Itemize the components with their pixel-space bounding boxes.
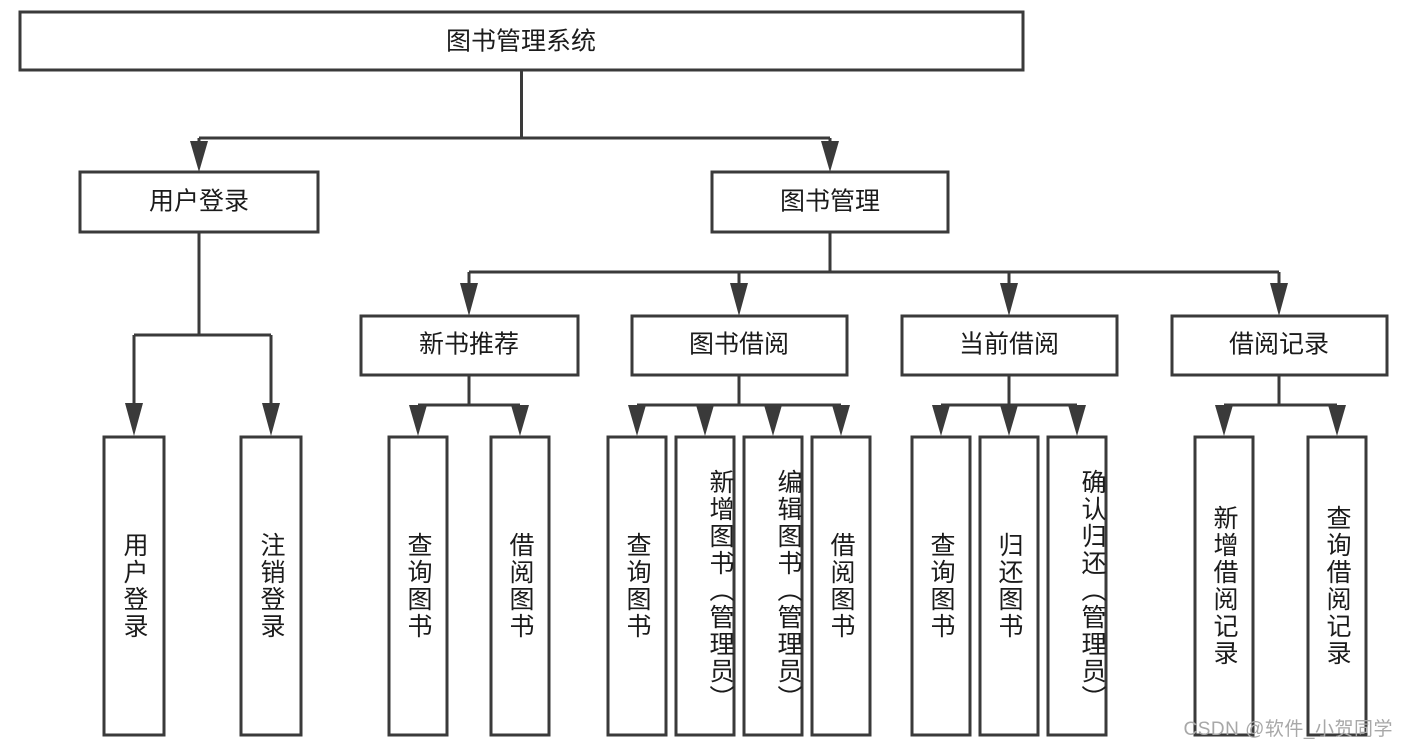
node-new-book-recommend-box[interactable] <box>359 314 580 377</box>
node-new-book-recommend-label: 新书推荐 <box>419 331 519 359</box>
node-book-management[interactable]: 图书管理 <box>710 170 950 234</box>
connector-group-borrow-record <box>1215 375 1346 436</box>
node-root[interactable]: 图书管理系统 <box>18 10 1025 72</box>
node-leaf-query-book-2-box[interactable] <box>606 435 668 737</box>
node-leaf-query-record-box[interactable] <box>1306 435 1368 737</box>
node-leaf-add-record-box[interactable] <box>1193 435 1255 737</box>
arrowhead-book-management <box>821 141 839 172</box>
arrowhead-leaf-query-record <box>1328 405 1346 436</box>
arrowhead-leaf-confirm-return <box>1068 405 1086 436</box>
node-current-borrow-label: 当前借阅 <box>959 331 1059 359</box>
node-leaf-logout-login-box[interactable] <box>239 435 303 737</box>
node-leaf-query-book-3-box[interactable] <box>910 435 972 737</box>
node-root-label: 图书管理系统 <box>446 28 596 56</box>
arrowhead-book-borrow <box>730 283 748 316</box>
node-book-management-label: 图书管理 <box>780 188 880 216</box>
arrowhead-leaf-query-book-3 <box>932 405 950 436</box>
node-book-borrow-box[interactable] <box>630 314 849 377</box>
arrowhead-leaf-query-book-2 <box>628 405 646 436</box>
node-book-borrow-label: 图书借阅 <box>689 331 789 359</box>
connector-group-book-borrow <box>628 375 850 436</box>
connector-group-current-borrow <box>932 375 1086 436</box>
watermark-text: CSDN @软件_小贺同学 <box>1183 719 1393 740</box>
arrowhead-user-login <box>190 141 208 172</box>
arrowhead-leaf-add-book <box>696 405 714 436</box>
connector-group-new-book-recommend <box>409 375 529 436</box>
arrowhead-leaf-return-book <box>1000 405 1018 436</box>
arrowhead-leaf-edit-book <box>764 405 782 436</box>
arrowhead-leaf-query-book-1 <box>409 405 427 436</box>
node-book-management-box[interactable] <box>710 170 950 234</box>
arrowhead-leaf-add-record <box>1215 405 1233 436</box>
arrowhead-new-book-recommend <box>460 283 478 316</box>
arrowhead-leaf-logout-login <box>262 403 280 436</box>
node-borrow-record[interactable]: 借阅记录 <box>1170 314 1389 377</box>
node-leaf-return-book-box[interactable] <box>978 435 1040 737</box>
connector-group-root <box>190 70 839 172</box>
node-leaf-edit-book-box[interactable] <box>742 435 804 737</box>
node-leaf-add-book-box[interactable] <box>674 435 736 737</box>
arrowhead-borrow-record <box>1270 283 1288 316</box>
arrowhead-current-borrow <box>1000 283 1018 316</box>
node-leaf-borrow-book-1-box[interactable] <box>489 435 551 737</box>
node-current-borrow[interactable]: 当前借阅 <box>900 314 1119 377</box>
arrowhead-leaf-borrow-book-1 <box>511 405 529 436</box>
node-borrow-record-box[interactable] <box>1170 314 1389 377</box>
node-current-borrow-box[interactable] <box>900 314 1119 377</box>
node-leaf-query-book-1-box[interactable] <box>387 435 449 737</box>
node-user-login-box[interactable] <box>78 170 320 234</box>
arrowhead-leaf-borrow-book-2 <box>832 405 850 436</box>
node-user-login[interactable]: 用户登录 <box>78 170 320 234</box>
connector-group-user-login <box>125 232 280 436</box>
node-book-borrow[interactable]: 图书借阅 <box>630 314 849 377</box>
node-leaf-user-login-box[interactable] <box>102 435 166 737</box>
node-new-book-recommend[interactable]: 新书推荐 <box>359 314 580 377</box>
node-borrow-record-label: 借阅记录 <box>1229 331 1329 359</box>
node-leaf-borrow-book-2-box[interactable] <box>810 435 872 737</box>
arrowhead-leaf-user-login <box>125 403 143 436</box>
node-user-login-label: 用户登录 <box>149 188 249 216</box>
node-root-box[interactable] <box>18 10 1025 72</box>
node-leaf-confirm-return-box[interactable] <box>1046 435 1108 737</box>
connector-group-book-management <box>460 232 1288 316</box>
